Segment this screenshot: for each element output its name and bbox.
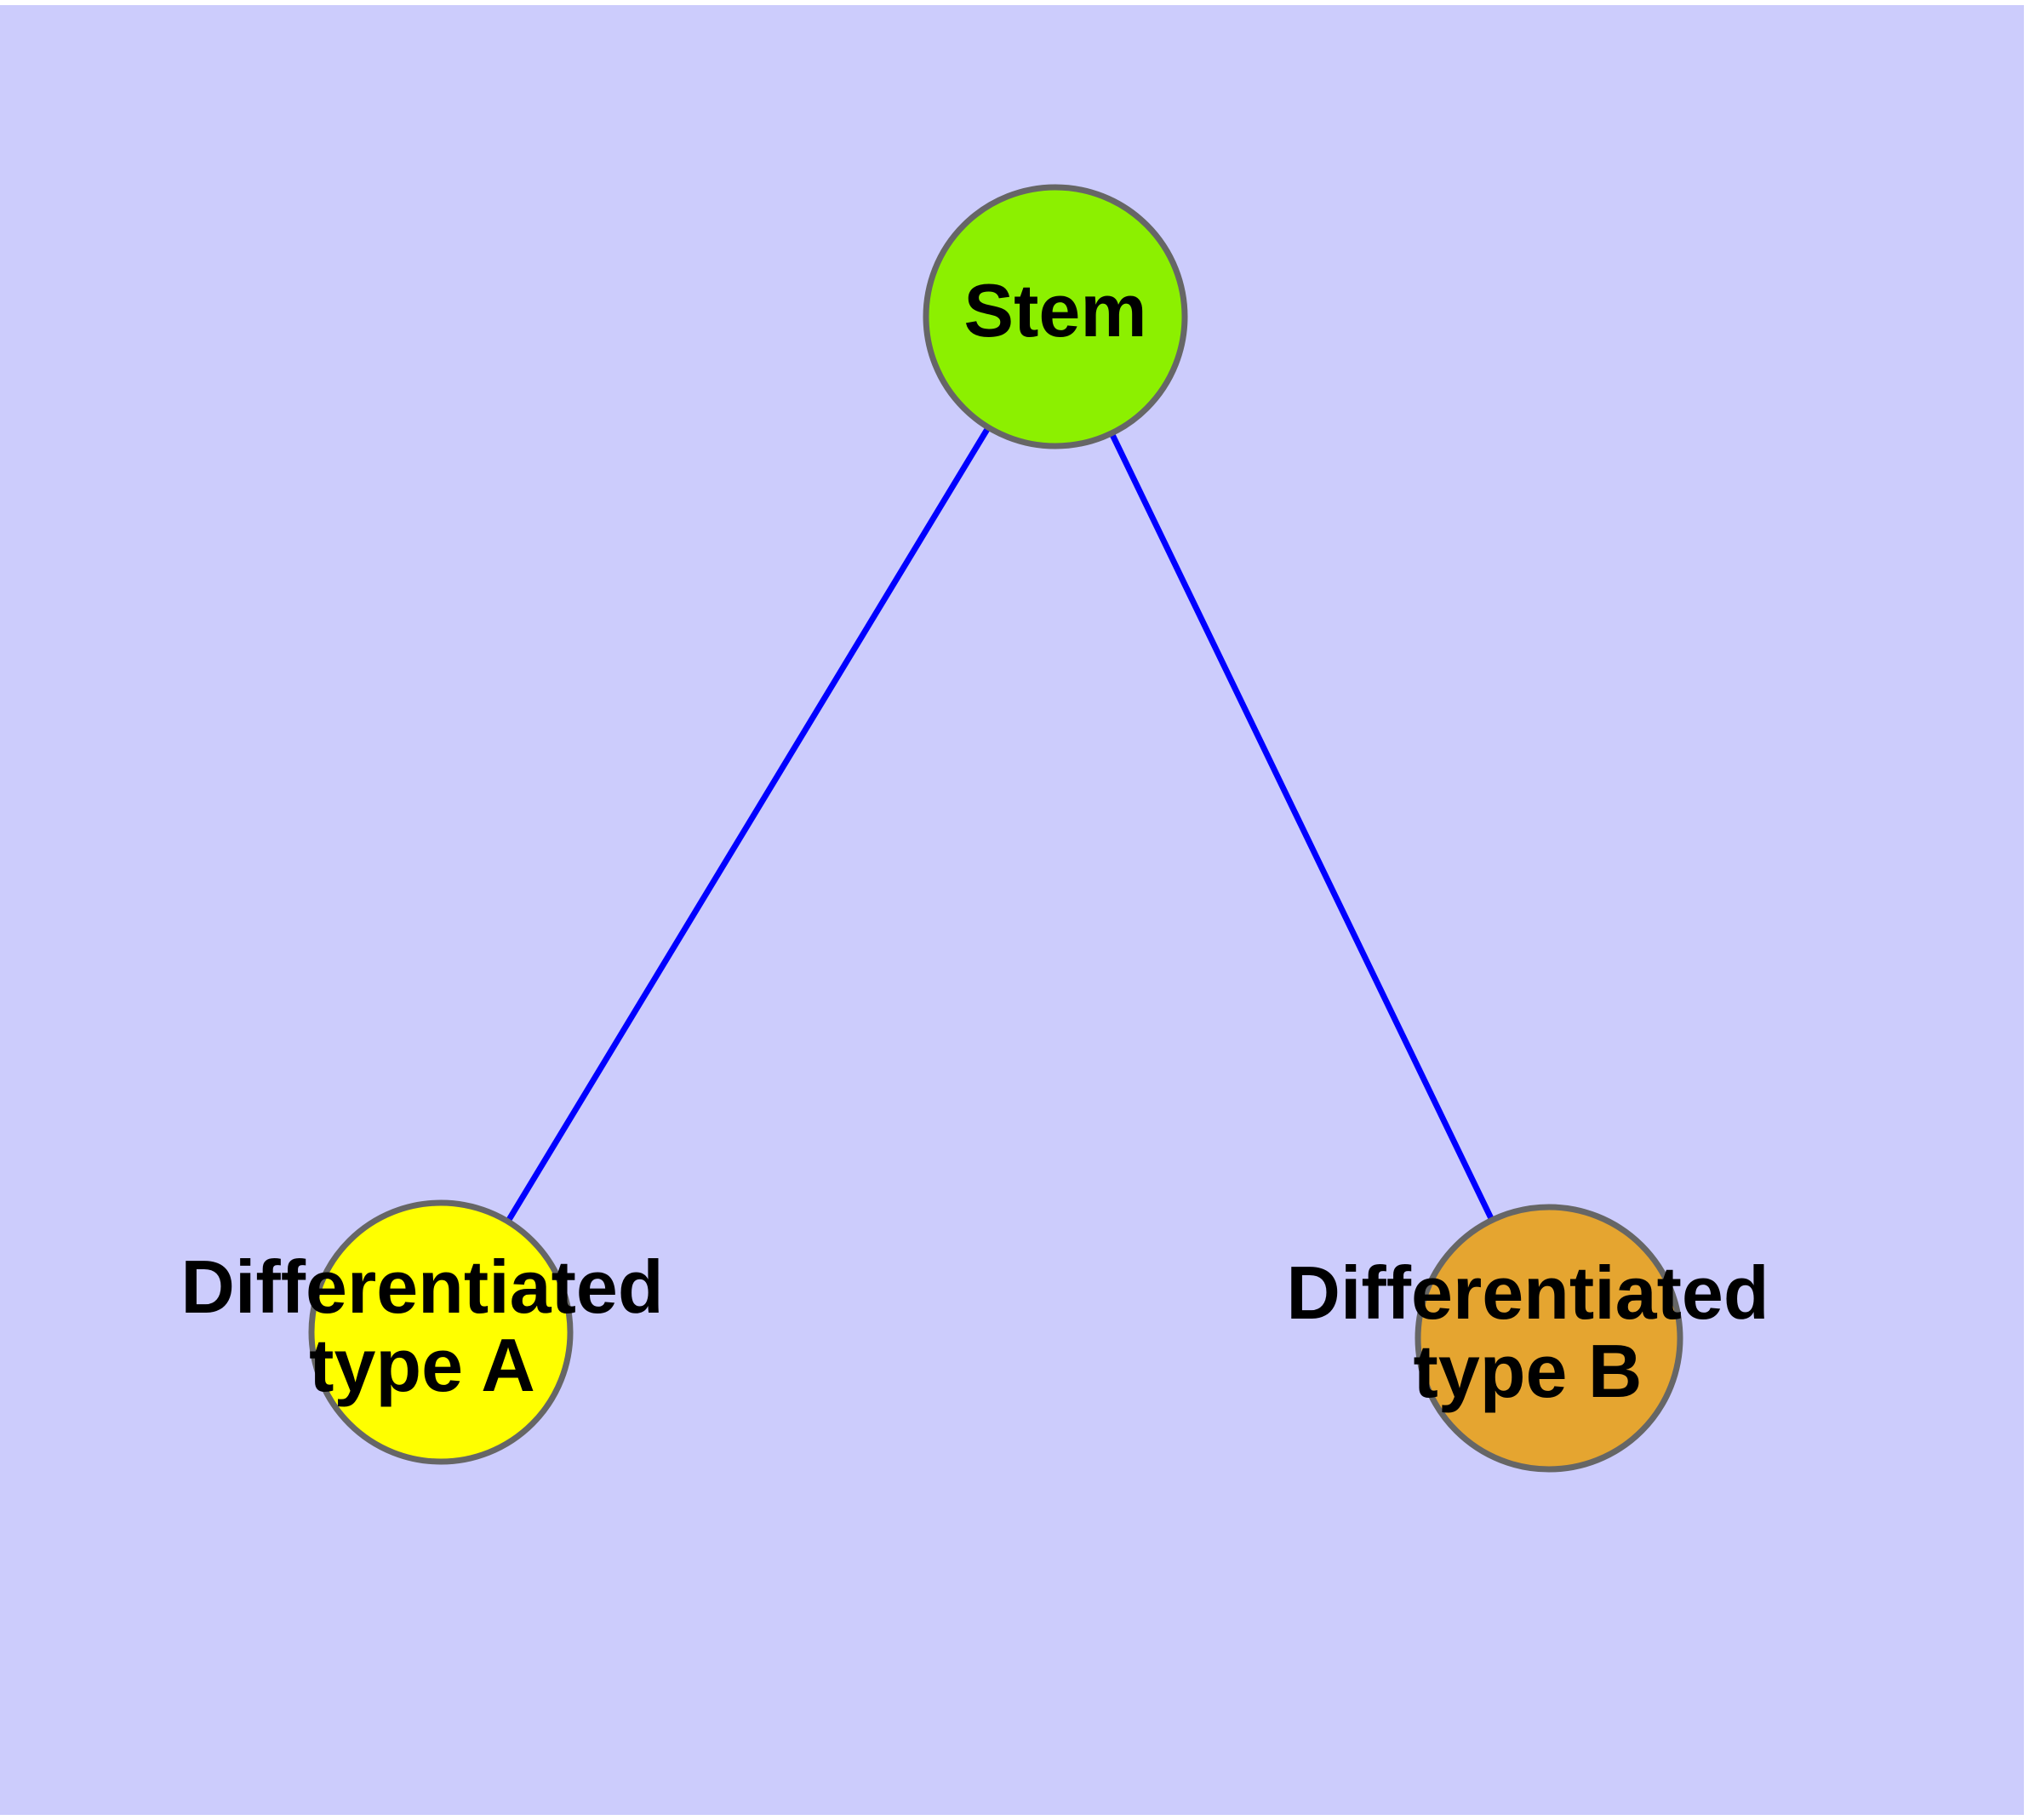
node-diff_a[interactable] xyxy=(308,1199,574,1465)
node-stem[interactable] xyxy=(923,184,1188,449)
node-label-line: Differentiated xyxy=(1286,1251,1769,1335)
node-label-line: Differentiated xyxy=(180,1245,663,1329)
edge-stem-diff_a[interactable] xyxy=(504,424,992,1225)
node-label-stem: Stem xyxy=(963,268,1146,352)
edge-stem-diff_b[interactable] xyxy=(1108,430,1496,1223)
node-label-line: type B xyxy=(1414,1329,1643,1413)
node-label-line: Stem xyxy=(963,268,1146,352)
edges-layer xyxy=(504,424,1496,1225)
node-diff_b[interactable] xyxy=(1415,1204,1683,1473)
nodes-layer xyxy=(308,184,1683,1473)
node-label-line: type A xyxy=(309,1323,535,1407)
